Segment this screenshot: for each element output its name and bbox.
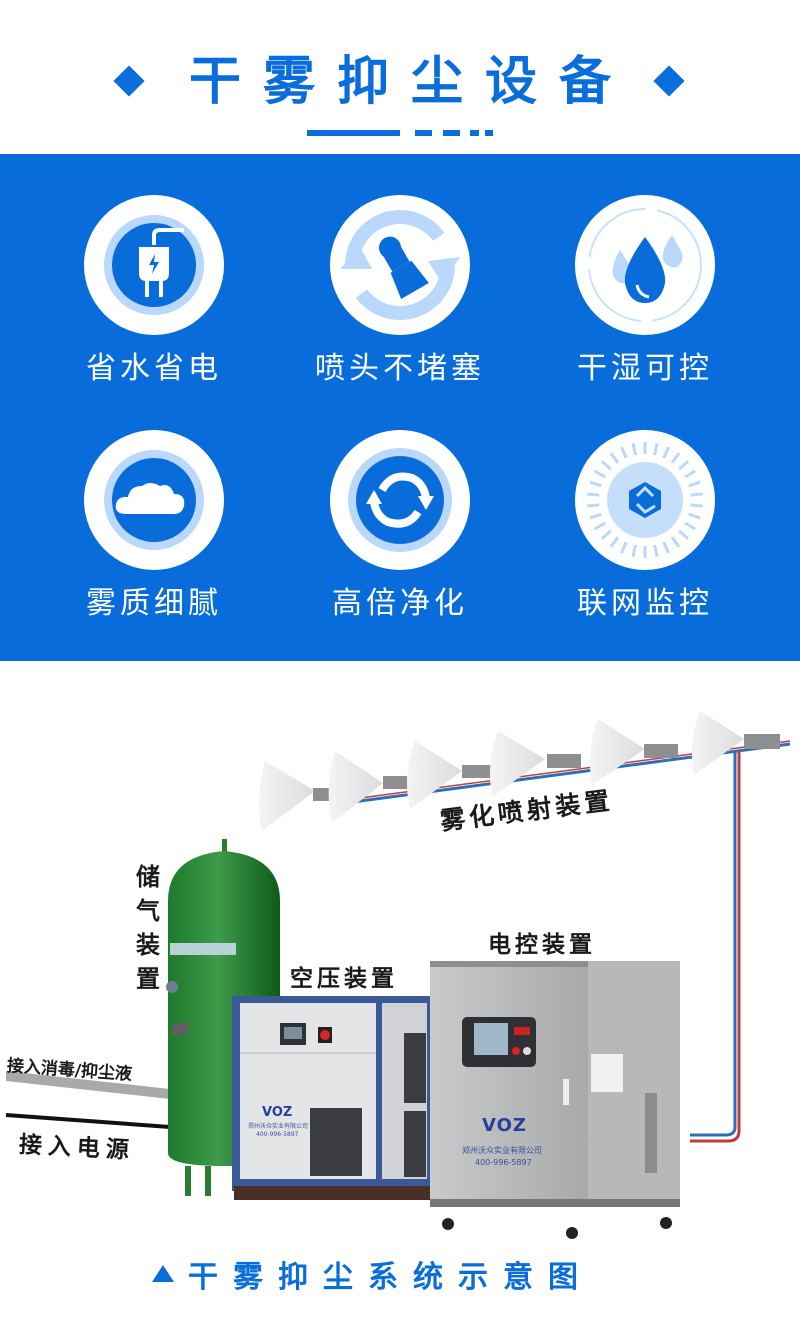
nozzle-cycle-icon [330,195,470,335]
feature-network-monitoring: 联网监控 [555,430,735,624]
power-plug-icon [84,195,224,335]
compressor-brand-logo: VOZ [262,1105,293,1120]
feature-label: 联网监控 [577,586,713,621]
feature-save-water-power: 省水省电 [64,195,244,389]
feature-high-purification: 高倍净化 [310,430,490,624]
air-compressor [232,996,432,1200]
cabinet-phone: 400-996-5897 [475,1158,532,1167]
air-storage-label: 储 气 装 置 [136,862,160,993]
page-header: 干雾抑尘设备 [0,0,800,154]
title-dash [443,130,460,136]
title-dash [415,130,432,136]
power-inlet-label: 接入电源 [18,1130,136,1165]
cabinet-brand-logo: VOZ [482,1115,527,1136]
feature-nozzle-no-clog: 喷头不堵塞 [310,195,490,389]
diagram-caption: 干雾抑尘系统示意图 [188,1260,593,1295]
diagram-illustration [5,711,791,1239]
refresh-arrows-icon [330,430,470,570]
electric-control-cabinet [430,961,680,1239]
compressor-phone: 400-996-5897 [256,1131,299,1138]
cabinet-company-name: 郑州沃众实业有限公司 [462,1146,542,1155]
system-diagram: 雾化喷射装置 储 气 装 置 空压装置 电控装置 接入消毒/抑尘液 接入电源 V… [0,661,800,1324]
feature-label: 喷头不堵塞 [315,351,485,386]
air-compressor-label: 空压装置 [290,965,398,992]
feature-humidity-control: 干湿可控 [555,195,735,389]
feature-label: 高倍净化 [332,586,468,621]
title-dash [485,130,493,136]
title-underline [307,130,400,136]
recycle-icon [575,430,715,570]
feature-fine-mist: 雾质细腻 [64,430,244,624]
caption-triangle-icon [152,1265,174,1282]
features-panel: 省水省电 喷头不堵塞 [0,154,800,661]
water-drops-icon [575,195,715,335]
compressor-company-name: 郑州沃众实业有限公司 [248,1123,309,1130]
page-title: 干雾抑尘设备 [188,51,633,112]
title-dash [470,130,479,136]
control-device-label: 电控装置 [488,931,596,958]
feature-label: 省水省电 [86,351,222,386]
feature-label: 干湿可控 [577,351,713,386]
feature-label: 雾质细腻 [86,586,222,621]
spray-nozzles [259,711,780,831]
cloud-icon [84,430,224,570]
